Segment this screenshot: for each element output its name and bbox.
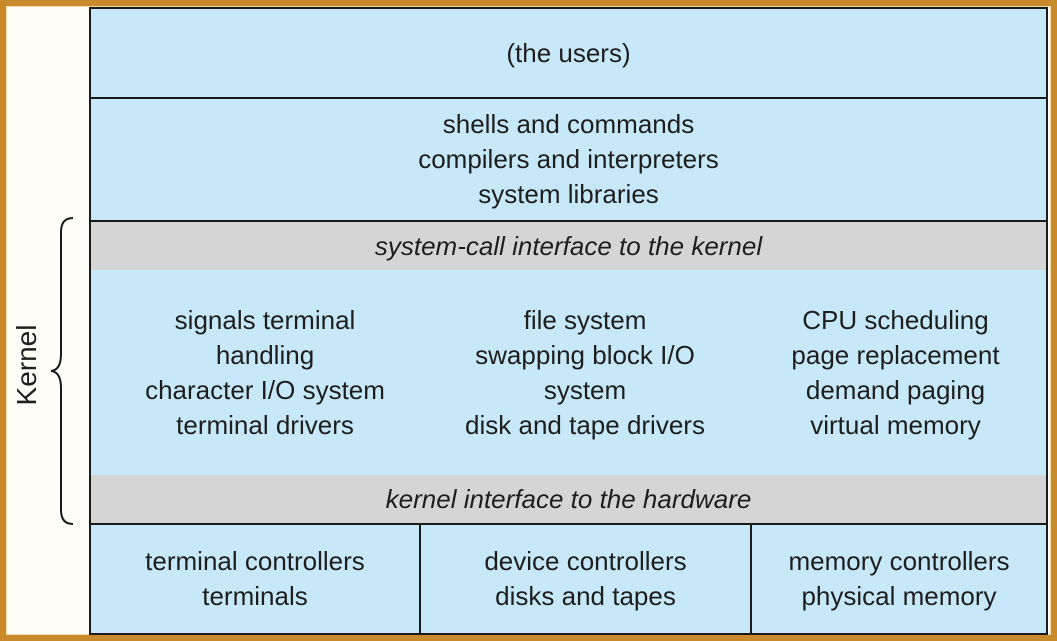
kernel-column-filesystem: file system swapping block I/O system di… bbox=[427, 270, 743, 475]
kernel-column-cpu: CPU scheduling page replacement demand p… bbox=[743, 270, 1048, 475]
shells-line: compilers and interpreters bbox=[418, 144, 719, 174]
users-layer: (the users) bbox=[91, 9, 1046, 98]
kernel-column-line: page replacement bbox=[791, 339, 1000, 370]
controller-line: terminal controllers bbox=[145, 546, 365, 576]
divider bbox=[91, 220, 1046, 222]
controllers-layer: terminal controllers terminals device co… bbox=[91, 525, 1046, 633]
controller-column-device: device controllers disks and tapes bbox=[421, 525, 750, 633]
divider bbox=[91, 523, 1046, 525]
kernel-column-line: signals terminal bbox=[174, 304, 356, 335]
kernel-column-line: handling bbox=[215, 339, 315, 370]
unix-structure-diagram: (the users) shells and commands compiler… bbox=[89, 7, 1048, 635]
kernel-column-line: file system bbox=[523, 304, 647, 335]
controller-column-terminal: terminal controllers terminals bbox=[91, 525, 419, 633]
divider bbox=[91, 97, 1046, 99]
controller-line: physical memory bbox=[801, 581, 997, 611]
divider bbox=[750, 525, 752, 633]
controller-column-memory: memory controllers physical memory bbox=[752, 525, 1046, 633]
hardware-interface-layer: kernel interface to the hardware bbox=[91, 475, 1046, 523]
shells-line: system libraries bbox=[478, 179, 659, 209]
kernel-column-line: demand paging bbox=[805, 374, 986, 405]
kernel-column-line: swapping block I/O bbox=[475, 339, 695, 370]
users-label: (the users) bbox=[506, 38, 631, 68]
syscall-interface-label: system-call interface to the kernel bbox=[374, 230, 763, 261]
controller-line: memory controllers bbox=[788, 546, 1010, 576]
controller-line: device controllers bbox=[484, 546, 687, 576]
kernel-column-line: virtual memory bbox=[810, 409, 981, 440]
kernel-column-line: disk and tape drivers bbox=[465, 409, 705, 440]
shells-text: shells and commands compilers and interp… bbox=[418, 107, 719, 212]
kernel-services-layer: signals terminal handling character I/O … bbox=[91, 270, 1046, 475]
shells-layer: shells and commands compilers and interp… bbox=[91, 99, 1046, 220]
syscall-interface-layer: system-call interface to the kernel bbox=[91, 222, 1046, 270]
kernel-column-line: CPU scheduling bbox=[802, 304, 989, 335]
kernel-label: Kernel bbox=[11, 324, 42, 406]
hardware-interface-label: kernel interface to the hardware bbox=[385, 483, 752, 514]
kernel-column-line: system bbox=[543, 374, 627, 405]
kernel-column-line: character I/O system bbox=[145, 374, 385, 405]
divider bbox=[419, 525, 421, 633]
kernel-column-line: terminal drivers bbox=[176, 409, 354, 440]
controller-line: disks and tapes bbox=[495, 581, 676, 611]
controller-line: terminals bbox=[202, 581, 308, 611]
shells-line: shells and commands bbox=[442, 109, 695, 139]
kernel-column-signals: signals terminal handling character I/O … bbox=[91, 270, 439, 475]
kernel-brace bbox=[50, 217, 74, 525]
